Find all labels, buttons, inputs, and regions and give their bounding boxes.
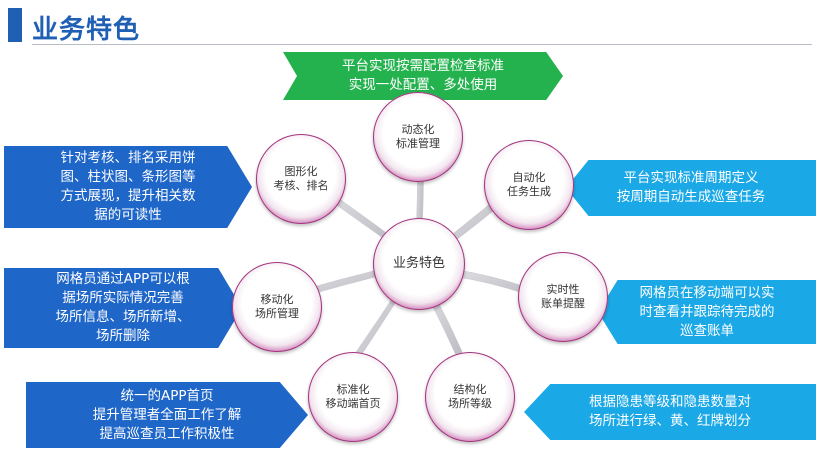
center-label: 业务特色 bbox=[392, 256, 445, 271]
title-divider bbox=[32, 44, 812, 45]
callout-mobile-home: 统一的APP首页 提升管理者全面工作了解 提高巡查员工作积极性 bbox=[26, 382, 308, 448]
title-accent-bar bbox=[8, 8, 22, 42]
node-center-features[interactable]: 业务特色 bbox=[373, 218, 465, 310]
node-graphical-ranking[interactable]: 图形化 考核、排名 bbox=[256, 134, 346, 224]
node-label: 实时性 账单提醒 bbox=[541, 283, 585, 310]
callout-auto-task: 平台实现标准周期定义 按周期自动生成巡查任务 bbox=[566, 160, 816, 216]
node-label: 标准化 移动端首页 bbox=[325, 383, 381, 410]
node-label: 动态化 标准管理 bbox=[396, 123, 440, 150]
node-structured-grade[interactable]: 结构化 场所等级 bbox=[425, 352, 515, 442]
callout-bill-reminder: 网格员在移动端可以实 时查看并跟踪待完成的 巡查账单 bbox=[598, 280, 816, 344]
node-label: 自动化 任务生成 bbox=[507, 171, 551, 198]
node-mobile-venue[interactable]: 移动化 场所管理 bbox=[232, 262, 322, 352]
node-auto-task[interactable]: 自动化 任务生成 bbox=[484, 140, 574, 230]
node-standard-home[interactable]: 标准化 移动端首页 bbox=[308, 352, 398, 442]
node-dynamic-standard[interactable]: 动态化 标准管理 bbox=[373, 92, 463, 182]
callout-venue-management: 网格员通过APP可以根 据场所实际情况完善 场所信息、场所新增、 场所删除 bbox=[4, 268, 242, 348]
page-title: 业务特色 bbox=[32, 15, 141, 45]
callout-venue-grade: 根据隐患等级和隐患数量对 场所进行绿、黄、红牌划分 bbox=[524, 384, 816, 440]
node-label: 结构化 场所等级 bbox=[448, 383, 492, 410]
node-label: 图形化 考核、排名 bbox=[273, 165, 329, 192]
node-label: 移动化 场所管理 bbox=[255, 293, 299, 320]
callout-graphical-ranking: 针对考核、排名采用饼 图、柱状图、条形图等 方式展现，提升相关数 据的可读性 bbox=[4, 146, 252, 228]
node-realtime-bill[interactable]: 实时性 账单提醒 bbox=[518, 252, 608, 342]
